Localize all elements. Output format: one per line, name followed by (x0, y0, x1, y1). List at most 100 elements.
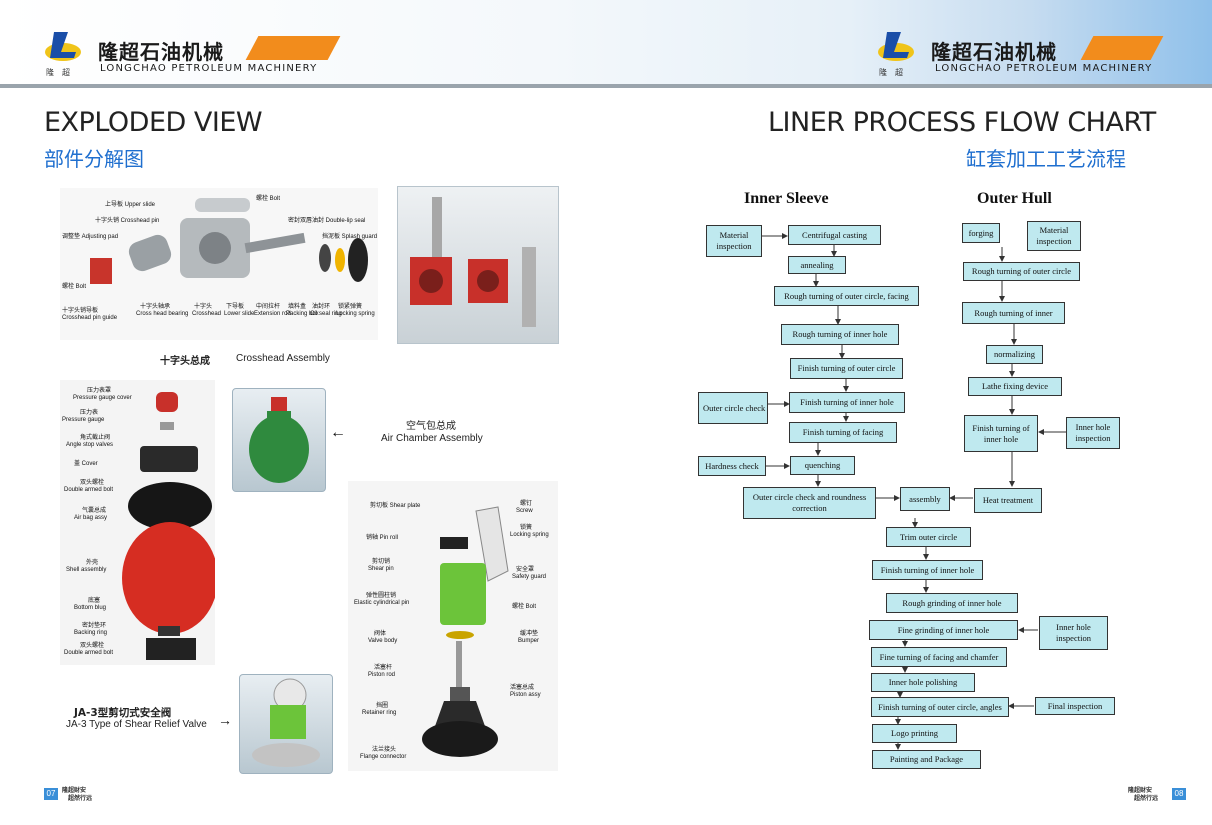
crosshead-caption-en: Crosshead Assembly (236, 353, 330, 364)
crosshead-caption-cn: 十字头总成 (160, 356, 210, 367)
outer-hull-heading: Outer Hull (977, 190, 1052, 207)
label-bumper-cn: 缓冲垫 (520, 631, 539, 637)
label-pressure-gauge-cn: 压力表 (80, 410, 99, 416)
exploded-view-title-cn: 部件分解图 (44, 147, 144, 171)
label-upper-slide: 上导板 Upper slide (105, 202, 156, 208)
label-extension-rod-cn: 中间拉杆 (256, 304, 281, 310)
label-bearing: Cross head bearing (136, 311, 189, 317)
step-lathe-fixing: Lathe fixing device (968, 377, 1062, 396)
step-rough-outer-facing: Rough turning of outer circle, facing (774, 286, 919, 306)
step-logo-printing: Logo printing (872, 724, 957, 743)
step-centrifugal-casting: Centrifugal casting (788, 225, 881, 245)
label-cover: 盖 Cover (74, 461, 98, 467)
label-crosshead-pin: 十字头销 Crosshead pin (95, 218, 160, 224)
label-safety-guard-cn: 安全罩 (516, 567, 535, 573)
label-gauge-cover-cn: 压力表罩 (87, 388, 112, 394)
label-piston-assy-cn: 活塞总成 (510, 685, 535, 691)
label-double-bolt: Double armed bolt (64, 487, 114, 493)
label-locking-spring: Locking spring (336, 311, 375, 317)
arrow-left-icon: ← (330, 424, 346, 441)
company-logo-icon (878, 32, 914, 61)
label-crosshead-cn: 十字头 (194, 304, 213, 310)
label-oil-seal-ring-cn: 油封环 (312, 304, 331, 310)
label-piston-assy: Piston assy (510, 692, 541, 698)
label-double-lip-seal: 密封双唇油封 Double-lip seal (288, 218, 366, 224)
label-bottom-plug: Bottom blug (74, 605, 107, 611)
label-flange-connector-cn: 法兰接头 (372, 747, 397, 753)
flow-chart-title-cn: 缸套加工工艺流程 (966, 147, 1126, 171)
step-quenching: quenching (790, 456, 855, 475)
company-logo-icon (45, 32, 81, 61)
footer-slogan-1: 隆超财安 (1128, 787, 1153, 794)
footer-slogan-2: 超然行远 (1134, 795, 1159, 802)
label-oil-seal-ring: Oil seal ring (310, 311, 342, 317)
label-backing-ring-cn: 密封垫环 (82, 623, 107, 629)
shear-valve-caption-en: JA-3 Type of Shear Relief Valve (66, 719, 207, 730)
air-chamber-exploded-image: 压力表罩 Pressure gauge cover 压力表 Pressure g… (60, 380, 218, 665)
air-chamber-parts-illustration (122, 392, 218, 660)
label-angle-valve-cn: 角式截止阀 (80, 435, 111, 441)
air-chamber-photo-illustration (249, 397, 309, 483)
step-rough-inner-hole: Rough turning of inner hole (781, 324, 899, 345)
step-forging: forging (962, 223, 1000, 243)
step-normalizing: normalizing (986, 345, 1043, 364)
brand-name-cn: 隆超石油机械 (931, 40, 1057, 64)
label-valve-body: Valve body (368, 638, 398, 644)
crosshead-parts-illustration (90, 198, 368, 284)
header-divider (0, 84, 1212, 88)
step-painting-package: Painting and Package (872, 750, 981, 769)
label-extension-rod: Extension rod (254, 311, 291, 317)
brand-name-en: LONGCHAO PETROLEUM MACHINERY (100, 63, 318, 74)
header-band (0, 0, 1212, 84)
label-shear-pin: Shear pin (368, 566, 394, 572)
label-backing-ring: Backing ring (74, 630, 108, 636)
logo-subtext: 隆超 (879, 68, 911, 77)
step-facing-chamfer: Fine turning of facing and chamfer (871, 647, 1007, 667)
shear-valve-photo-illustration (252, 678, 320, 767)
step-finish-inner-hole: Finish turning of inner hole (789, 392, 905, 413)
brand-name-en: LONGCHAO PETROLEUM MACHINERY (935, 63, 1153, 74)
crosshead-photo-illustration (410, 197, 536, 327)
step-finish-inner-final: Finish turning of inner hole (872, 560, 983, 580)
label-air-bag: Air bag assy (74, 515, 108, 521)
label-double-bolt-cn: 双头螺栓 (80, 480, 105, 486)
step-hardness-check: Hardness check (698, 456, 766, 476)
shear-valve-photo (239, 674, 333, 774)
page-number-left: 07 (44, 788, 58, 800)
step-inner-hole-inspection: Inner hole inspection (1066, 417, 1120, 449)
label-packing-box-cn: 填料盒 (288, 304, 307, 310)
footer-slogan-2: 超然行远 (68, 795, 93, 802)
step-inner-polishing: Inner hole polishing (871, 673, 975, 692)
step-trim-outer: Trim outer circle (886, 527, 971, 547)
label-pin-guide-cn: 十字头销导板 (62, 308, 99, 314)
label-piston-rod-cn: 活塞杆 (374, 665, 393, 671)
label-double-bolt-2: Double armed bolt (64, 650, 114, 656)
logo-subtext: 隆超 (46, 68, 78, 77)
label-screw-cn: 螺钉 (520, 501, 533, 507)
exploded-view-title: EXPLODED VIEW (44, 107, 263, 138)
label-elastic-pin-cn: 弹性圆柱销 (366, 593, 397, 599)
brand-name-cn: 隆超石油机械 (98, 40, 224, 64)
label-safety-guard: Safety guard (512, 574, 547, 580)
step-heat-treatment: Heat treatment (974, 488, 1042, 513)
label-retainer-ring: Retainer ring (362, 710, 397, 716)
shear-valve-parts-illustration (422, 506, 509, 757)
step-finish-inner-hull: Finish turning of inner hole (964, 415, 1038, 452)
label-angle-valve: Angle stop valves (66, 442, 114, 448)
label-gauge-cover: Pressure gauge cover (73, 395, 132, 401)
step-material-inspection-hull: Material inspection (1027, 221, 1081, 251)
label-bolt: 螺栓 Bolt (512, 604, 537, 610)
label-piston-rod: Piston rod (368, 672, 396, 678)
label-locking-spring-cn: 锁簧 (520, 525, 533, 531)
label-bottom-plug-cn: 底塞 (88, 598, 101, 604)
flow-chart-title: LINER PROCESS FLOW CHART (768, 107, 1156, 138)
label-locking-spring: Locking spring (510, 532, 549, 538)
label-bearing-cn: 十字头轴承 (140, 304, 171, 310)
label-bumper: Bumper (518, 638, 540, 644)
label-screw: Screw (516, 508, 533, 514)
label-lower-slide-cn: 下导板 (226, 304, 245, 310)
label-lower-slide: Lower slide (224, 311, 255, 317)
step-outer-circle-check: Outer circle check (698, 392, 768, 424)
step-fine-grinding: Fine grinding of inner hole (869, 620, 1018, 640)
